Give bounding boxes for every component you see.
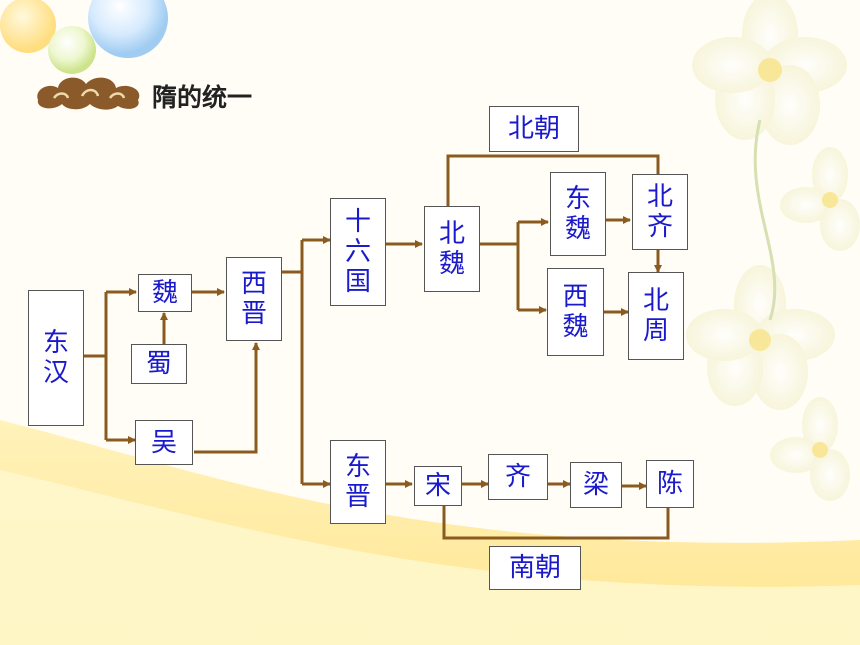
auspicious-cloud-icon xyxy=(37,77,140,110)
node-label: 南朝 xyxy=(508,553,561,583)
node-label: 北周 xyxy=(643,286,670,346)
node-liang: 梁 xyxy=(570,462,622,508)
node-beizhou: 北周 xyxy=(628,272,684,360)
arrow-wu-to-xijin xyxy=(194,342,260,454)
bubble xyxy=(0,0,56,53)
node-label: 西魏 xyxy=(562,282,589,342)
node-label: 西晋 xyxy=(241,269,268,329)
node-xiwei: 西魏 xyxy=(547,268,604,356)
node-label: 梁 xyxy=(582,470,609,500)
node-wei: 魏 xyxy=(138,274,192,312)
node-label: 齐 xyxy=(504,462,531,492)
node-label: 东晋 xyxy=(345,452,372,512)
node-donghan: 东汉 xyxy=(28,290,84,426)
flower-decoration xyxy=(686,0,860,501)
node-label: 十六国 xyxy=(345,207,372,297)
node-beiwei: 北魏 xyxy=(424,206,480,292)
node-label: 陈 xyxy=(656,469,683,499)
node-wu: 吴 xyxy=(135,420,193,465)
node-label: 魏 xyxy=(151,278,178,308)
group-label-beichao: 北朝 xyxy=(489,106,579,152)
node-label: 蜀 xyxy=(145,349,172,379)
bubble xyxy=(48,26,96,74)
node-chen: 陈 xyxy=(646,460,694,508)
node-label: 东魏 xyxy=(565,184,592,244)
bubble xyxy=(88,0,168,58)
wave xyxy=(0,470,860,645)
node-beiqi: 北齐 xyxy=(632,174,688,250)
node-label: 北朝 xyxy=(507,114,560,144)
node-dongwei: 东魏 xyxy=(550,172,606,256)
node-qi: 齐 xyxy=(488,454,548,500)
node-dongjin: 东晋 xyxy=(330,440,386,524)
page-title: 隋的统一 xyxy=(152,83,253,112)
node-label: 宋 xyxy=(424,471,451,501)
beichao-bracket xyxy=(446,154,660,206)
node-song: 宋 xyxy=(414,466,462,506)
node-shu: 蜀 xyxy=(131,344,187,384)
node-label: 东汉 xyxy=(43,328,70,388)
node-shiliuguo: 十六国 xyxy=(330,198,386,306)
nanchao-bracket xyxy=(442,506,670,540)
node-label: 北魏 xyxy=(439,219,466,279)
node-label: 北齐 xyxy=(647,182,674,242)
node-label: 吴 xyxy=(150,427,177,458)
node-xijin: 西晋 xyxy=(226,257,282,341)
group-label-nanchao: 南朝 xyxy=(489,546,581,590)
